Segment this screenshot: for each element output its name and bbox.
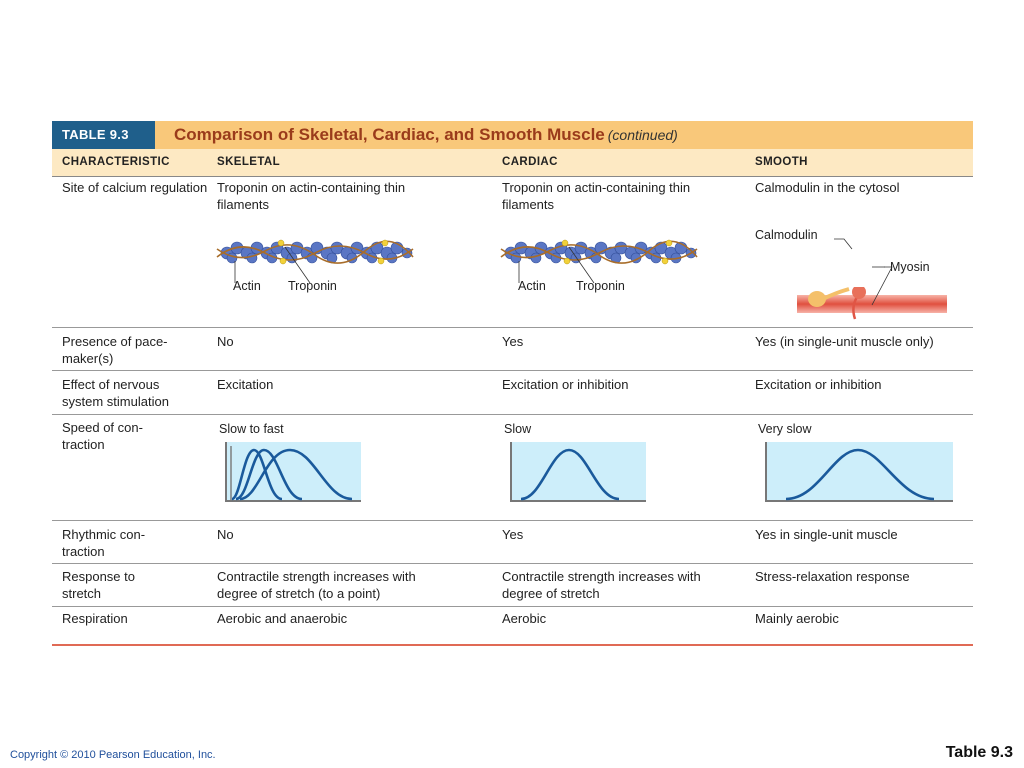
cell-skeletal: Excitation bbox=[217, 377, 274, 392]
speed-label-smooth: Very slow bbox=[758, 422, 812, 436]
thin-filament-cardiac-illustration bbox=[500, 239, 698, 284]
table-reference: Table 9.3 bbox=[945, 744, 1013, 761]
table-title-bar: TABLE 9.3 Comparison of Skeletal, Cardia… bbox=[52, 121, 973, 149]
table-row: Speed of con-traction Slow to fast Slow … bbox=[52, 415, 973, 521]
cell-skeletal: Aerobic and anaerobic bbox=[217, 611, 348, 626]
table-row: Respiration Aerobic and anaerobic Aerobi… bbox=[52, 607, 973, 637]
callout-lines bbox=[834, 238, 893, 306]
cell-cardiac: Yes bbox=[502, 334, 524, 349]
cell-cardiac: Contractile strength increases with degr… bbox=[502, 569, 701, 601]
cell-smooth: Excitation or inhibition bbox=[755, 377, 882, 392]
cell-skeletal: No bbox=[217, 527, 234, 542]
contraction-graph-skeletal bbox=[225, 442, 361, 502]
cell-cardiac: Excitation or inhibition bbox=[502, 377, 629, 392]
cell-characteristic: Rhythmic con-traction bbox=[62, 527, 146, 559]
cell-characteristic: Effect of nervous system stimulation bbox=[62, 377, 169, 409]
header-skeletal: SKELETAL bbox=[217, 156, 281, 168]
cell-cardiac: Yes bbox=[502, 527, 524, 542]
troponin-label-cardiac: Troponin bbox=[576, 279, 625, 293]
cell-smooth: Calmodulin in the cytosol bbox=[755, 180, 900, 195]
cell-characteristic: Response to stretch bbox=[62, 569, 135, 601]
table-row: Effect of nervous system stimulation Exc… bbox=[52, 371, 973, 415]
cell-cardiac: Aerobic bbox=[502, 611, 547, 626]
actin-label-skeletal: Actin bbox=[233, 279, 261, 293]
table-title-suffix: (continued) bbox=[607, 127, 678, 143]
speed-label-skeletal: Slow to fast bbox=[219, 422, 284, 436]
table-row: Rhythmic con-traction No Yes Yes in sing… bbox=[52, 521, 973, 564]
cell-smooth: Mainly aerobic bbox=[755, 611, 839, 626]
contraction-graph-smooth bbox=[765, 442, 953, 502]
cell-smooth: Yes in single-unit muscle bbox=[755, 527, 898, 542]
calmodulin-label: Calmodulin bbox=[755, 228, 818, 242]
header-characteristic: CHARACTERISTIC bbox=[62, 156, 170, 168]
cell-skeletal: Contractile strength increases with degr… bbox=[217, 569, 416, 601]
copyright-notice: Copyright © 2010 Pearson Education, Inc. bbox=[10, 749, 216, 761]
calmodulin-myosin-illustration bbox=[808, 287, 866, 320]
cell-smooth: Stress-relaxation response bbox=[755, 569, 910, 584]
header-cardiac: CARDIAC bbox=[502, 156, 558, 168]
cell-skeletal: No bbox=[217, 334, 234, 349]
header-smooth: SMOOTH bbox=[755, 156, 808, 168]
cell-cardiac: Troponin on actin-containing thin filame… bbox=[502, 180, 691, 212]
cell-characteristic: Site of calcium regulation bbox=[62, 180, 208, 195]
speed-label-cardiac: Slow bbox=[504, 422, 532, 436]
myosin-label: Myosin bbox=[890, 260, 930, 274]
cell-characteristic: Respiration bbox=[62, 611, 128, 626]
cell-characteristic: Speed of con-traction bbox=[62, 420, 143, 452]
table-title: Comparison of Skeletal, Cardiac, and Smo… bbox=[174, 125, 678, 144]
cell-smooth: Yes (in single-unit muscle only) bbox=[755, 334, 934, 349]
smooth-myosin-filament-illustration bbox=[797, 295, 947, 313]
thin-filament-skeletal-illustration bbox=[216, 239, 414, 284]
table-bottom-rule bbox=[52, 644, 973, 646]
actin-label-cardiac: Actin bbox=[518, 279, 546, 293]
table-row: Presence of pace-maker(s) No Yes Yes (in… bbox=[52, 328, 973, 371]
troponin-label-skeletal: Troponin bbox=[288, 279, 337, 293]
table-tag: TABLE 9.3 bbox=[52, 121, 155, 149]
table-row: Response to stretch Contractile strength… bbox=[52, 564, 973, 607]
cell-characteristic: Presence of pace-maker(s) bbox=[62, 334, 168, 366]
cell-skeletal: Troponin on actin-containing thin filame… bbox=[217, 180, 406, 212]
table-header-row: CHARACTERISTIC SKELETAL CARDIAC SMOOTH bbox=[52, 149, 973, 177]
contraction-graph-cardiac bbox=[510, 442, 646, 502]
table-row: Site of calcium regulation Troponin on a… bbox=[52, 177, 973, 328]
